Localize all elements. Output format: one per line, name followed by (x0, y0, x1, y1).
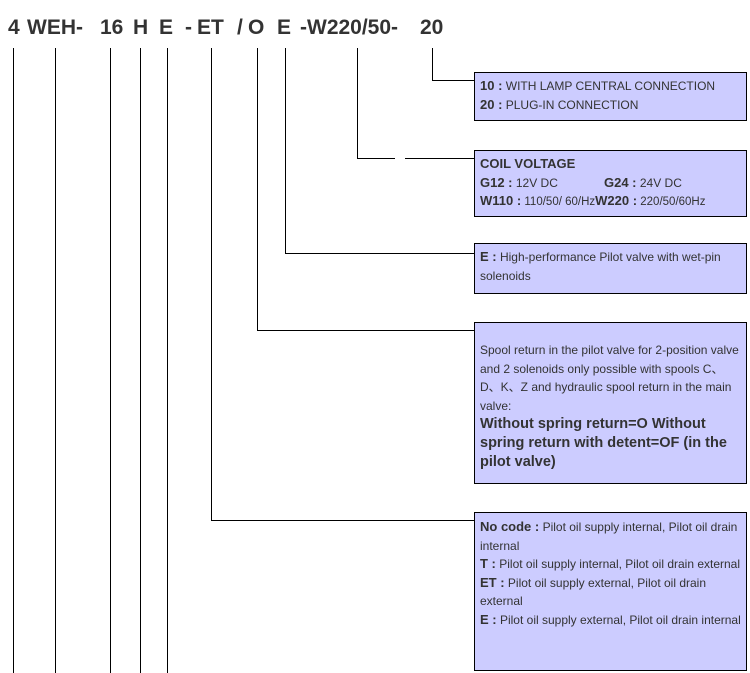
leader-line (257, 48, 258, 331)
leader-line (357, 158, 395, 159)
spool-return-box: Spool return in the pilot valve for 2-po… (474, 322, 747, 484)
code-label: 10 : (480, 78, 503, 93)
code-segment-dash: - (185, 16, 192, 39)
leader-line (211, 48, 212, 521)
leader-line (405, 158, 474, 159)
description: 220/50/60Hz (640, 196, 706, 208)
leader-line (167, 48, 168, 673)
description: Pilot oil supply internal, Pilot oil dra… (499, 557, 741, 571)
box-title: COIL VOLTAGE (480, 156, 576, 171)
description: 24V DC (639, 175, 682, 190)
leader-line (140, 48, 141, 673)
coil-voltage-box: COIL VOLTAGE G12 : 12V DC G24 : 24V DC W… (474, 150, 747, 217)
code-segment-series: 4 (8, 16, 20, 39)
pilot-valve-box: E : High-performance Pilot valve with we… (474, 243, 747, 294)
code-segment-type: WEH- (27, 16, 83, 39)
code-segment-slash: / (237, 16, 243, 39)
leader-line (432, 80, 474, 81)
code-label: ET : (480, 574, 505, 590)
description: Pilot oil supply external, Pilot oil dra… (499, 612, 741, 627)
description: Pilot oil supply external, Pilot oil dra… (480, 575, 707, 609)
code-label: G12 : (480, 174, 513, 190)
description: 110/50/ 60/Hz (524, 196, 596, 208)
code-label: E : (480, 249, 497, 264)
leader-line (211, 520, 474, 521)
leader-line (285, 253, 474, 254)
code-segment-voltage: -W220/50- (300, 16, 399, 39)
code-segment-size: 16 (100, 16, 124, 39)
code-label: G24 : (604, 174, 637, 190)
code-segment-pilot: E (277, 16, 292, 39)
description: WITH LAMP CENTRAL CONNECTION (505, 79, 716, 93)
leader-line (432, 48, 433, 81)
pilot-oil-box: No code : Pilot oil supply internal, Pil… (474, 512, 747, 671)
code-segment-oil: ET (197, 16, 224, 39)
code-segment-h: H (133, 16, 149, 39)
code-label: No code : (480, 519, 540, 534)
leader-line (257, 330, 474, 331)
code-segment-connection: 20 (420, 16, 444, 39)
leader-line (13, 48, 14, 673)
leader-line (55, 48, 56, 673)
spool-options: Without spring return=O Without spring r… (480, 416, 727, 470)
code-segment-e: E (159, 16, 174, 39)
description: Spool return in the pilot valve for 2-po… (480, 343, 739, 413)
description: PLUG-IN CONNECTION (505, 97, 639, 112)
code-label: T : (480, 556, 496, 571)
connection-box: 10 : WITH LAMP CENTRAL CONNECTION 20 : P… (474, 72, 747, 121)
code-label: E : (480, 611, 497, 627)
description: Pilot oil supply internal, Pilot oil dra… (480, 520, 738, 553)
code-label: W220 : (595, 193, 638, 208)
code-label: 20 : (480, 96, 503, 112)
code-segment-spool: O (248, 16, 265, 39)
description: 12V DC (515, 175, 558, 190)
leader-line (285, 48, 286, 254)
leader-line (110, 48, 111, 673)
leader-line (357, 48, 358, 159)
code-label: W110 : (480, 193, 522, 208)
description: High-performance Pilot valve with wet-pi… (480, 250, 721, 283)
